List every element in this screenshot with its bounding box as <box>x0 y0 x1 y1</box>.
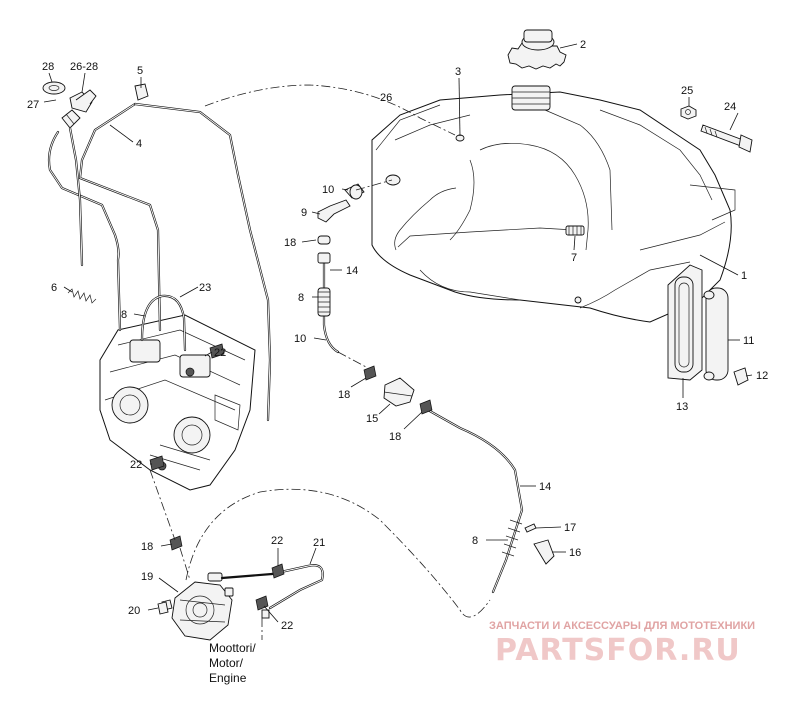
watermark-brand: PARTSFOR.RU <box>495 633 741 668</box>
callout-8-carb: 8 <box>121 309 127 321</box>
callout-8-lower-hose: 8 <box>472 535 478 547</box>
fittings-and-clamps <box>134 83 555 615</box>
callout-22-pump-lower: 22 <box>281 620 293 632</box>
callout-26-28: 26-28 <box>70 61 98 73</box>
callout-20: 20 <box>128 605 140 617</box>
part-callouts: 1 2 3 4 5 6 7 8 8 8 9 10 10 11 12 13 14 … <box>27 39 768 632</box>
callout-10-lower: 10 <box>294 333 306 345</box>
leader-lines <box>43 43 753 623</box>
tank-strap-parts <box>667 264 749 386</box>
callout-9: 9 <box>301 207 307 219</box>
callout-7: 7 <box>571 252 577 264</box>
callout-5: 5 <box>137 65 143 77</box>
callout-11: 11 <box>743 335 754 347</box>
callout-25: 25 <box>681 85 693 97</box>
callout-28: 28 <box>42 61 54 73</box>
fuel-tank <box>371 85 736 323</box>
callout-23: 23 <box>199 282 211 294</box>
callout-18-top: 18 <box>284 237 296 249</box>
spring <box>67 288 97 304</box>
watermark: ЗАПЧАСТИ И АКСЕССУАРЫ ДЛЯ МОТОТЕХНИКИ PA… <box>489 620 755 668</box>
callout-6: 6 <box>51 282 57 294</box>
callout-16: 16 <box>569 547 581 559</box>
callout-17: 17 <box>564 522 576 534</box>
callout-8-upper-hose: 8 <box>298 292 304 304</box>
callout-13: 13 <box>676 401 688 413</box>
callout-18-pump: 18 <box>141 541 153 553</box>
callout-12: 12 <box>756 370 768 382</box>
callout-10-upper: 10 <box>322 184 334 196</box>
vent-valve-assembly <box>42 81 97 129</box>
fuel-hoses <box>47 102 524 610</box>
engine-label-line-3: Engine <box>209 671 247 685</box>
callout-26: 26 <box>380 92 392 104</box>
fuel-cap <box>507 29 567 70</box>
callout-22-carb-lower: 22 <box>130 459 142 471</box>
callout-18-right: 18 <box>389 431 401 443</box>
fuel-pump <box>161 572 270 641</box>
callout-22-carb: 22 <box>214 347 226 359</box>
callout-21: 21 <box>313 537 325 549</box>
carburetor-assembly <box>99 314 256 491</box>
bolt-and-nut <box>680 105 753 153</box>
callout-24: 24 <box>724 101 736 113</box>
callout-14-upper: 14 <box>346 265 358 277</box>
watermark-subtitle: ЗАПЧАСТИ И АКСЕССУАРЫ ДЛЯ МОТОТЕХНИКИ <box>489 620 755 632</box>
callout-2: 2 <box>580 39 586 51</box>
callout-18-mid: 18 <box>338 389 350 401</box>
engine-label: Moottori/ Motor/ Engine <box>209 641 256 685</box>
callout-15: 15 <box>366 413 378 425</box>
callout-1: 1 <box>741 270 747 282</box>
callout-4: 4 <box>136 138 142 150</box>
callout-3: 3 <box>455 66 461 78</box>
callout-22-pump-upper: 22 <box>271 535 283 547</box>
callout-19: 19 <box>141 571 153 583</box>
callout-14-lower: 14 <box>539 481 551 493</box>
callout-27: 27 <box>27 99 39 111</box>
routing-lines <box>149 84 491 640</box>
engine-label-line-1: Moottori/ <box>209 641 256 655</box>
engine-label-line-2: Motor/ <box>209 656 244 670</box>
